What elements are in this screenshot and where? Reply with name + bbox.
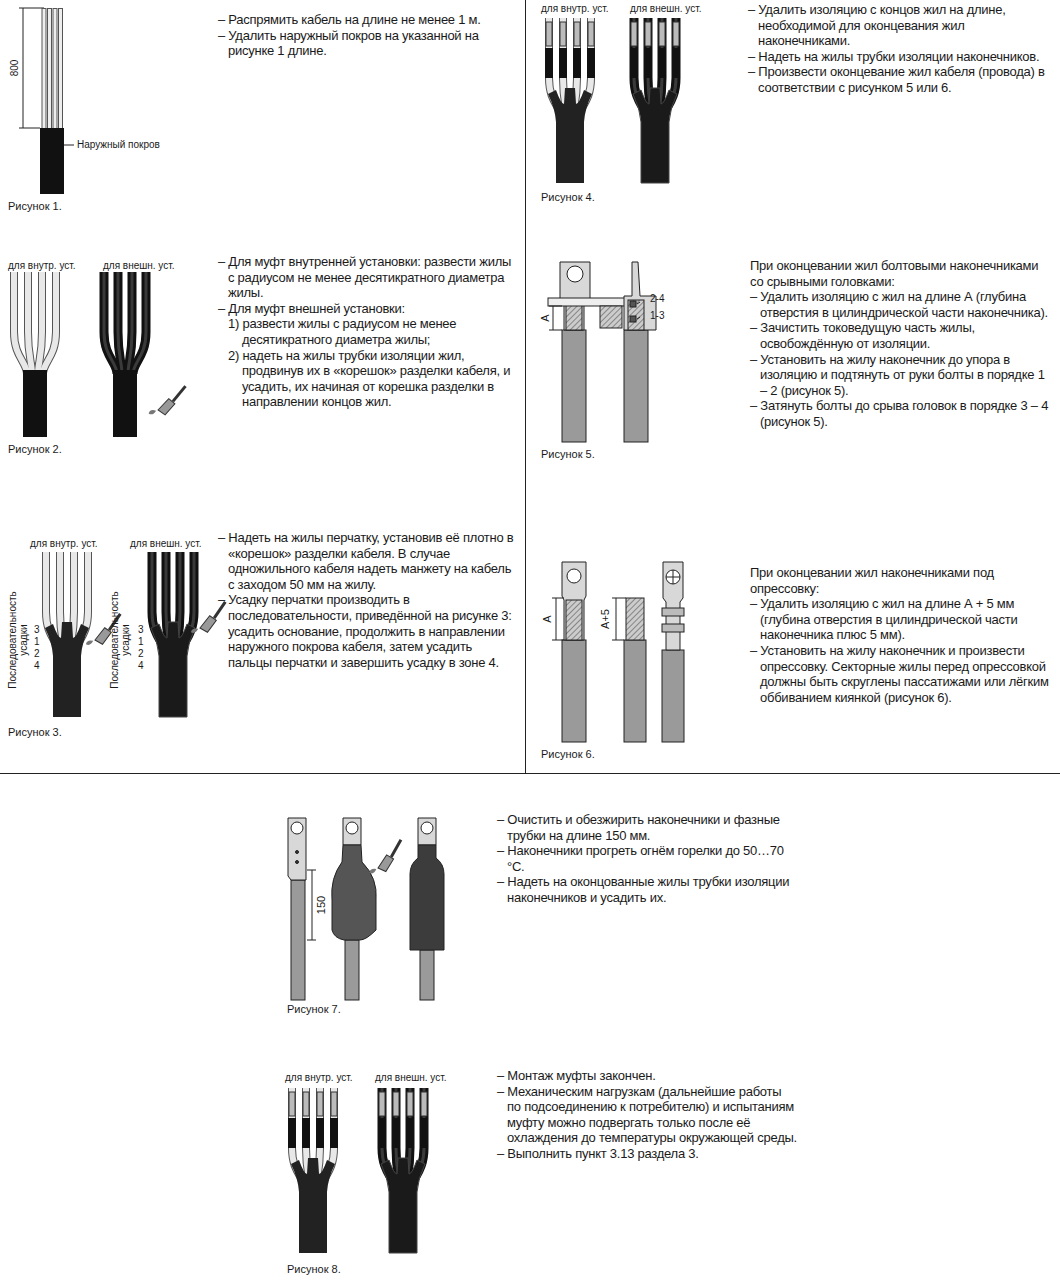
figure-caption: Рисунок 5. <box>541 448 595 461</box>
instruction-step: – Удалить наружный покров на указанной н… <box>218 28 518 59</box>
sequence-label: Последовательность усадки <box>109 585 131 695</box>
instruction-step: – Механическим нагрузкам (дальнейшие раб… <box>497 1084 797 1146</box>
instruction-step: – Для муфт внутренней установки: развест… <box>218 254 518 301</box>
instruction-text: – Распрямить кабель на длине не менее 1 … <box>218 12 518 59</box>
callout-number: 2 <box>138 648 144 660</box>
variant-label: для внутр. уст. <box>30 538 98 550</box>
dimension-label: A+5 <box>599 609 611 629</box>
variant-label: для внешн. уст. <box>103 260 175 272</box>
figure-caption: Рисунок 1. <box>8 200 62 213</box>
instruction-step: – Затянуть болты до срыва головок в поря… <box>750 398 1054 429</box>
figure-caption: Рисунок 2. <box>8 443 62 456</box>
callout-number: 2 <box>34 648 40 660</box>
instruction-text: – Надеть на жилы перчатку, установив её … <box>218 530 518 670</box>
instruction-step: – Удалить изоляцию с жил на длине А + 5 … <box>750 596 1054 643</box>
figure-caption: Рисунок 7. <box>287 1003 341 1016</box>
variant-label: для внешн. уст. <box>130 538 202 550</box>
callout-number: 3 <box>138 624 144 636</box>
callout-number: 2-4 <box>650 293 664 305</box>
instruction-step: – Установить на жилу наконечник и произв… <box>750 643 1054 705</box>
callout-number: 1 <box>34 636 40 648</box>
instruction-step: – Надеть на жилы трубки изоляции наконеч… <box>748 49 1054 65</box>
callout-number: 1-3 <box>650 310 664 322</box>
instruction-step: 2) надеть на жилы трубки изоляции жил, п… <box>218 348 518 410</box>
instruction-step: – Монтаж муфты закончен. <box>497 1068 797 1084</box>
instruction-text: При оконцевании жил наконечниками под оп… <box>750 565 1054 705</box>
instruction-step: – Установить на жилу наконечник до упора… <box>750 352 1054 399</box>
instruction-text: – Удалить изоляцию с концов жил на длине… <box>748 2 1054 96</box>
instruction-text: – Для муфт внутренней установки: развест… <box>218 254 518 410</box>
instruction-text: – Монтаж муфты закончен.– Механическим н… <box>497 1068 797 1162</box>
sequence-label: Последовательность усадки <box>7 585 29 695</box>
callout-number: 4 <box>34 660 40 672</box>
variant-label: для внутр. уст. <box>541 3 609 15</box>
variant-label: для внешн. уст. <box>375 1072 447 1084</box>
variant-label: для внутр. уст. <box>285 1072 353 1084</box>
instruction-step: – Наконечники прогреть огнём горелки до … <box>497 843 797 874</box>
instruction-step: – Надеть на жилы перчатку, установив её … <box>218 530 518 592</box>
variant-label: для внешн. уст. <box>630 3 702 15</box>
callout-number: 3 <box>34 624 40 636</box>
callout-number: 1 <box>138 636 144 648</box>
instruction-step: – Произвести оконцевание жил кабеля (про… <box>748 64 1054 95</box>
instruction-step: – Выполнить пункт 3.13 раздела 3. <box>497 1146 797 1162</box>
figure-caption: Рисунок 4. <box>541 191 595 204</box>
instruction-step: – Надеть на оконцованные жилы трубки изо… <box>497 874 797 905</box>
dimension-label: 150 <box>315 896 327 914</box>
instruction-step: 1) развести жилы с радиусом не менее дес… <box>218 316 518 347</box>
instruction-text: – Очистить и обезжирить наконечники и фа… <box>497 812 797 906</box>
instruction-heading: При оконцевании жил наконечниками под оп… <box>750 565 1054 596</box>
part-label: Наружный покров <box>77 139 160 151</box>
dimension-label: A <box>539 314 551 321</box>
figure-caption: Рисунок 3. <box>8 726 62 739</box>
instruction-step: – Удалить изоляцию с концов жил на длине… <box>748 2 1054 49</box>
callout-number: 4 <box>138 660 144 672</box>
instruction-heading: При оконцевании жил болтовыми наконечник… <box>750 258 1054 289</box>
instruction-step: – Распрямить кабель на длине не менее 1 … <box>218 12 518 28</box>
instruction-step: – Усадку перчатки производить в последов… <box>218 592 518 670</box>
figure-caption: Рисунок 6. <box>541 748 595 761</box>
instruction-step: – Очистить и обезжирить наконечники и фа… <box>497 812 797 843</box>
instruction-text: При оконцевании жил болтовыми наконечник… <box>750 258 1054 430</box>
instruction-step: – Удалить изоляцию с жил на длине А (глу… <box>750 289 1054 320</box>
figure-caption: Рисунок 8. <box>287 1263 341 1276</box>
instruction-step: – Зачистить токоведущую часть жилы, осво… <box>750 320 1054 351</box>
variant-label: для внутр. уст. <box>8 260 76 272</box>
dimension-label: A <box>541 615 553 622</box>
instruction-step: – Для муфт внешней установки: <box>218 301 518 317</box>
dimension-label: 800 <box>9 60 20 77</box>
